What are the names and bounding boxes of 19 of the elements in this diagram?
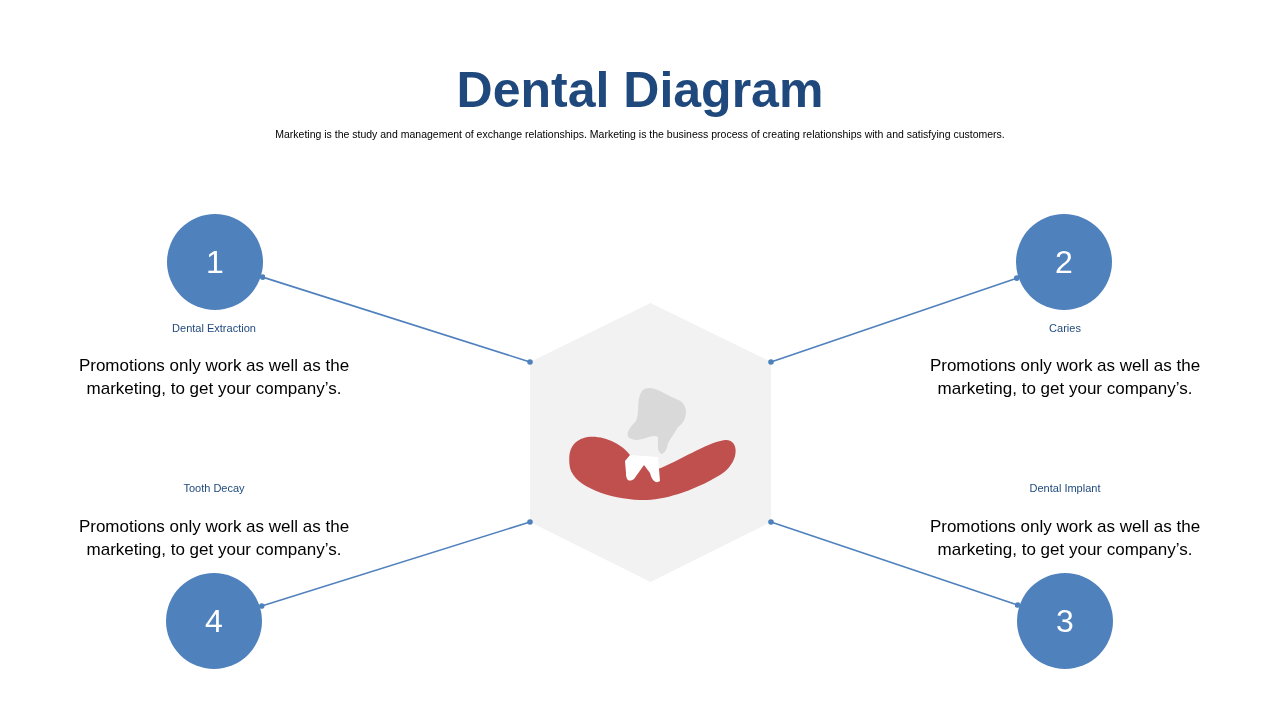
subtitle: Marketing is the study and management of exchange relationships. Marketing is the business process of creating relationships with and satisfying customers. — [274, 127, 1006, 141]
description-text: Promotions only work as well as the marketing, to get your company’s. — [928, 516, 1202, 561]
connector-line — [768, 275, 1020, 365]
connector-line — [258, 519, 533, 609]
number-circle: 3 — [1017, 573, 1113, 669]
number-circle: 1 — [167, 214, 263, 310]
description-text: Promotions only work as well as the marketing, to get your company’s. — [928, 355, 1202, 400]
title: Dental Diagram — [455, 61, 825, 120]
number-circle: 4 — [166, 573, 262, 669]
description-text: Promotions only work as well as the marketing, to get your company’s. — [77, 516, 351, 561]
topic-title: Tooth Decay — [182, 481, 246, 495]
hexagon-shape — [530, 303, 771, 582]
topic-title: Caries — [1048, 321, 1082, 335]
connector-line — [768, 519, 1021, 608]
description-text: Promotions only work as well as the marketing, to get your company’s. — [77, 355, 351, 400]
topic-title: Dental Extraction — [171, 321, 257, 335]
connector-line — [259, 274, 533, 365]
number-circle: 2 — [1016, 214, 1112, 310]
topic-title: Dental Implant — [1028, 481, 1102, 495]
